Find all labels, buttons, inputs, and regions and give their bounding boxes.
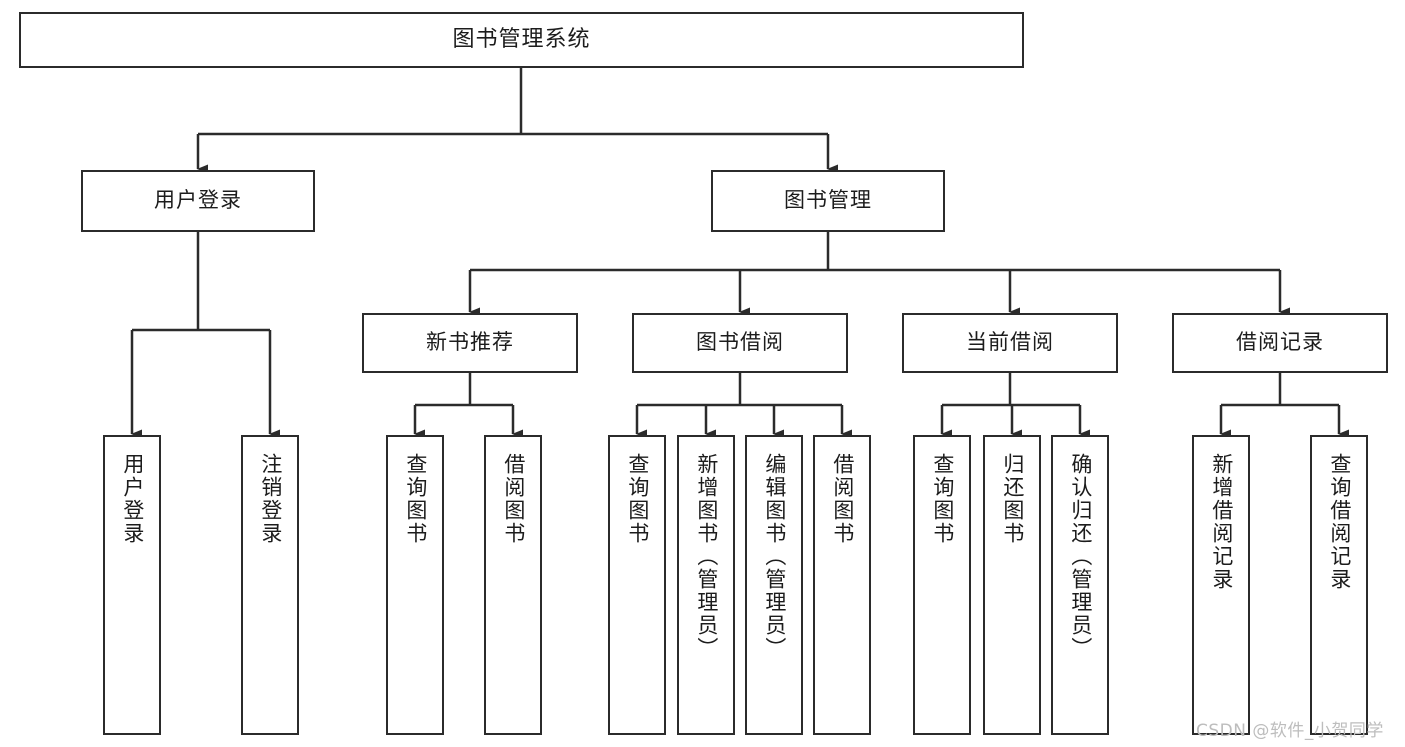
node-n-new-book-rec[interactable]: 新书推荐 bbox=[362, 313, 578, 373]
node-label: 编辑图书（管理员） bbox=[762, 453, 787, 660]
node-label: 图书借阅 bbox=[696, 330, 784, 355]
node-label: 新增借阅记录 bbox=[1209, 453, 1234, 591]
node-label: 新增图书（管理员） bbox=[694, 453, 719, 660]
node-l-cur-confirm-return[interactable]: 确认归还（管理员） bbox=[1051, 435, 1109, 735]
node-label: 新书推荐 bbox=[426, 330, 514, 355]
node-l-user-logout[interactable]: 注销登录 bbox=[241, 435, 299, 735]
node-l-brw-edit-book[interactable]: 编辑图书（管理员） bbox=[745, 435, 803, 735]
node-label: 图书管理 bbox=[784, 188, 872, 213]
node-label: 查询图书 bbox=[403, 453, 428, 545]
node-label: 查询借阅记录 bbox=[1327, 453, 1352, 591]
node-label: 用户登录 bbox=[120, 453, 145, 545]
node-l-cur-return-book[interactable]: 归还图书 bbox=[983, 435, 1041, 735]
node-l-rec-query-record[interactable]: 查询借阅记录 bbox=[1310, 435, 1368, 735]
node-l-user-login[interactable]: 用户登录 bbox=[103, 435, 161, 735]
node-n-borrow-record[interactable]: 借阅记录 bbox=[1172, 313, 1388, 373]
node-n-book-manage[interactable]: 图书管理 bbox=[711, 170, 945, 232]
node-l-brw-borrow-book[interactable]: 借阅图书 bbox=[813, 435, 871, 735]
node-label: 用户登录 bbox=[154, 188, 242, 213]
node-label: 注销登录 bbox=[258, 453, 283, 545]
node-label: 借阅图书 bbox=[830, 453, 855, 545]
node-root[interactable]: 图书管理系统 bbox=[19, 12, 1024, 68]
node-label: 图书管理系统 bbox=[452, 26, 591, 52]
node-n-user-login[interactable]: 用户登录 bbox=[81, 170, 315, 232]
node-l-cur-query-book[interactable]: 查询图书 bbox=[913, 435, 971, 735]
node-l-rec-add-record[interactable]: 新增借阅记录 bbox=[1192, 435, 1250, 735]
node-l-rec-query-book[interactable]: 查询图书 bbox=[386, 435, 444, 735]
node-n-current-borrow[interactable]: 当前借阅 bbox=[902, 313, 1118, 373]
edge-group-container bbox=[130, 68, 1349, 439]
node-l-rec-borrow-book[interactable]: 借阅图书 bbox=[484, 435, 542, 735]
node-label: 借阅记录 bbox=[1236, 330, 1324, 355]
node-label: 当前借阅 bbox=[966, 330, 1054, 355]
node-label: 借阅图书 bbox=[501, 453, 526, 545]
node-label: 查询图书 bbox=[625, 453, 650, 545]
node-label: 确认归还（管理员） bbox=[1068, 453, 1093, 660]
node-label: 归还图书 bbox=[1000, 453, 1025, 545]
node-label: 查询图书 bbox=[930, 453, 955, 545]
csdn-watermark: CSDN @软件_小贺同学 bbox=[1196, 721, 1384, 741]
node-l-brw-add-book[interactable]: 新增图书（管理员） bbox=[677, 435, 735, 735]
node-n-book-borrow[interactable]: 图书借阅 bbox=[632, 313, 848, 373]
node-l-brw-query-book[interactable]: 查询图书 bbox=[608, 435, 666, 735]
